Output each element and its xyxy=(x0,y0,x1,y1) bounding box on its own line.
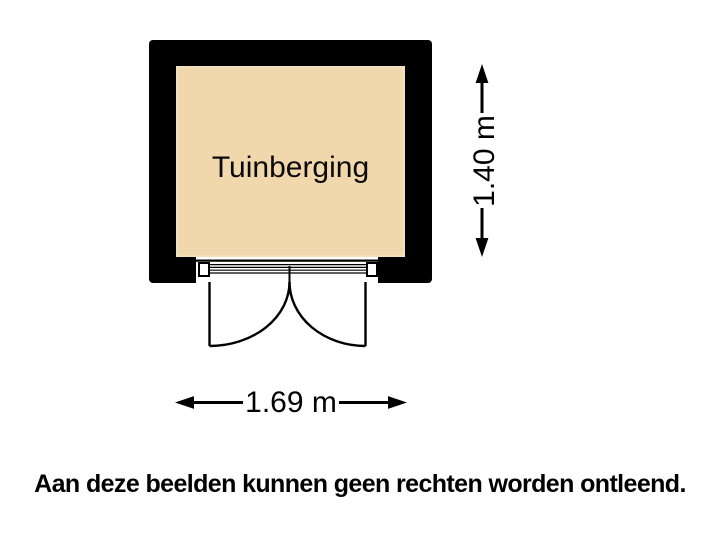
door-swing-arc-left xyxy=(209,281,291,348)
height-dimension-label: 1.40 m xyxy=(466,113,503,208)
height-dimension-text: 1.40 m xyxy=(467,114,501,207)
shed-floor: Tuinberging xyxy=(176,66,405,257)
width-dimension-label: 1.69 m xyxy=(243,385,339,420)
door-swing-arc-right xyxy=(288,281,366,348)
room-label: Tuinberging xyxy=(211,150,370,184)
width-dimension-text: 1.69 m xyxy=(245,385,337,419)
disclaimer-caption: Aan deze beelden kunnen geen rechten wor… xyxy=(34,470,686,498)
